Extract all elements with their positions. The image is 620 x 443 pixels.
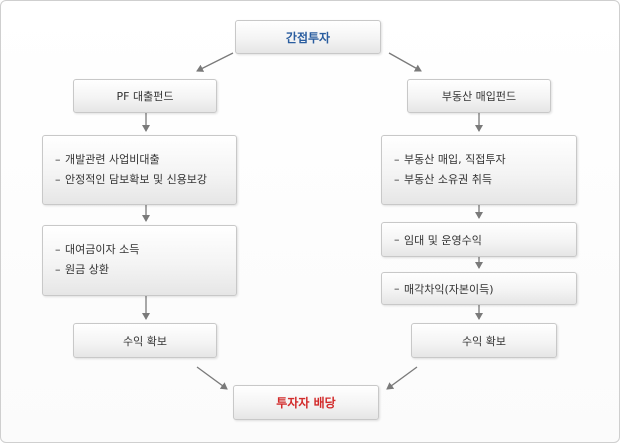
- node-real-estate-fund-label: 부동산 매입펀드: [441, 90, 517, 103]
- list-item: –원금 상환: [55, 263, 109, 276]
- node-right-result-label: 수익 확보: [462, 334, 506, 348]
- list-item: –부동산 소유권 취득: [394, 173, 492, 186]
- arrow-left-to-bottom: [196, 366, 228, 390]
- node-left-result: 수익 확보: [73, 323, 217, 358]
- node-indirect-investment-label: 간접투자: [285, 30, 331, 45]
- node-left-step2: –대여금이자 소득 –원금 상환: [42, 225, 237, 296]
- node-left-step1: –개발관련 사업비대출 –안정적인 담보확보 및 신용보강: [42, 135, 237, 205]
- node-pf-loan-fund-label: PF 대출펀드: [116, 90, 174, 103]
- node-right-step3: – 매각차익(자본이득): [381, 272, 577, 305]
- list-item: –개발관련 사업비대출: [55, 153, 160, 166]
- node-right-step1: –부동산 매입, 직접투자 –부동산 소유권 취득: [381, 135, 577, 205]
- node-right-step2: – 임대 및 운영수익: [381, 222, 577, 257]
- arrow-top-to-right: [388, 52, 422, 72]
- node-pf-loan-fund: PF 대출펀드: [73, 79, 217, 113]
- arrow-right-to-bottom: [386, 366, 418, 390]
- node-real-estate-fund: 부동산 매입펀드: [407, 79, 551, 113]
- node-indirect-investment: 간접투자: [235, 20, 381, 54]
- list-item: –부동산 매입, 직접투자: [394, 153, 506, 166]
- node-investor-dividend: 투자자 배당: [233, 385, 379, 420]
- node-left-result-label: 수익 확보: [123, 334, 167, 348]
- node-investor-dividend-label: 투자자 배당: [276, 396, 336, 410]
- arrow-top-to-left: [196, 52, 234, 72]
- list-item: –대여금이자 소득: [55, 243, 140, 256]
- node-right-result: 수익 확보: [411, 323, 557, 358]
- node-right-step3-label: 매각차익(자본이득): [404, 282, 494, 296]
- node-right-step2-label: 임대 및 운영수익: [404, 233, 482, 247]
- list-item: –안정적인 담보확보 및 신용보강: [55, 173, 208, 186]
